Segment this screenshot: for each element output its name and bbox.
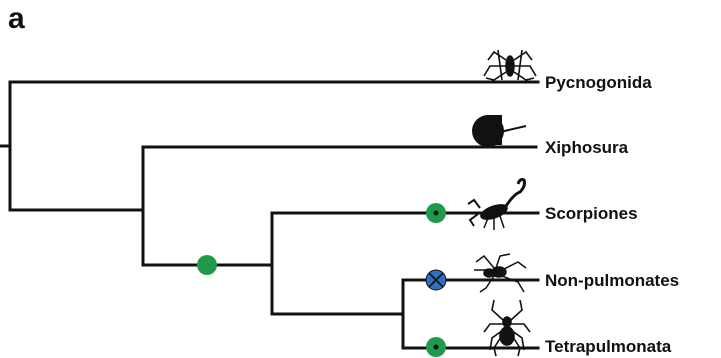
- marker-scorpiones-green-dot: [426, 203, 446, 223]
- taxon-label-scorpiones: Scorpiones: [545, 204, 638, 223]
- taxon-label-xiphosura: Xiphosura: [545, 138, 629, 157]
- tetrapulmonate-spider-icon: [483, 299, 531, 357]
- non-pulmonate-spider-icon: [474, 253, 527, 293]
- tree-branches: [0, 80, 540, 350]
- panel-label: a: [8, 2, 25, 35]
- marker-stem-green: [197, 255, 217, 275]
- scorpion-icon: [467, 178, 526, 230]
- taxon-label-tetrapulmonata: Tetrapulmonata: [545, 337, 672, 356]
- taxon-label-non-pulmonates: Non-pulmonates: [545, 271, 679, 290]
- sea-spider-icon: [483, 49, 537, 81]
- marker-non-pulmonates-blue-x: [425, 269, 447, 291]
- horseshoe-crab-icon: [472, 115, 527, 147]
- marker-tetrapulmonata-green-dot: [426, 337, 446, 357]
- taxon-label-pycnogonida: Pycnogonida: [545, 73, 652, 92]
